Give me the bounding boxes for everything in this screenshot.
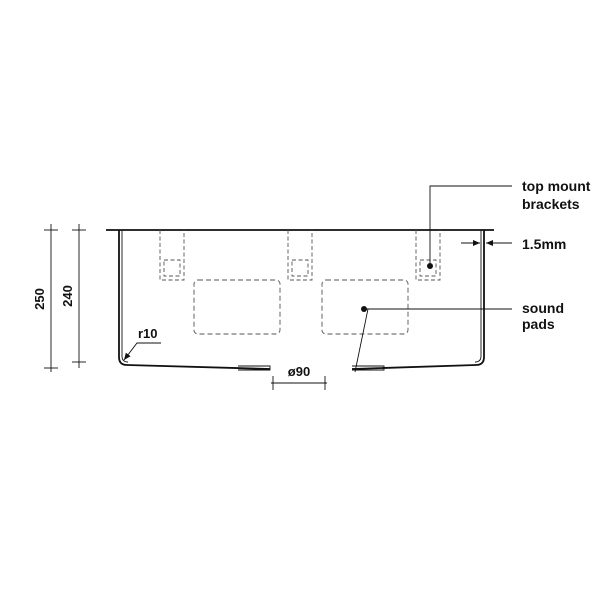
radius-leader: [123, 342, 161, 361]
brackets-label-line2: brackets: [522, 196, 580, 212]
pads-leader-dot: [361, 306, 367, 312]
radius-label: r10: [138, 326, 158, 341]
sound-pad-left: [193, 279, 281, 335]
waste-flange-right: [352, 365, 385, 371]
pads-leader: [354, 308, 512, 373]
sink-bowl-inner-wall: [121, 230, 482, 363]
brackets-label-line1: top mount: [522, 178, 591, 194]
thickness-label: 1.5mm: [522, 236, 566, 252]
dimension-250-label: 250: [32, 288, 47, 310]
dimension-240-label: 240: [60, 285, 75, 307]
bracket-left: [159, 230, 185, 281]
brackets-leader: [429, 185, 512, 266]
dimension-250: [44, 224, 58, 372]
sink-bowl-outline: [118, 230, 485, 370]
dimension-240: [72, 224, 86, 368]
bracket-middle: [287, 230, 313, 281]
waste-diameter-label: ø90: [288, 364, 310, 379]
bracket-right: [415, 230, 441, 281]
brackets-leader-dot: [427, 263, 433, 269]
waste-flange-left: [238, 365, 271, 371]
sound-pad-right: [321, 279, 409, 335]
pads-label-line1: sound: [522, 300, 564, 316]
pads-label-line2: pads: [522, 316, 555, 332]
dimension-waste: [271, 376, 327, 390]
